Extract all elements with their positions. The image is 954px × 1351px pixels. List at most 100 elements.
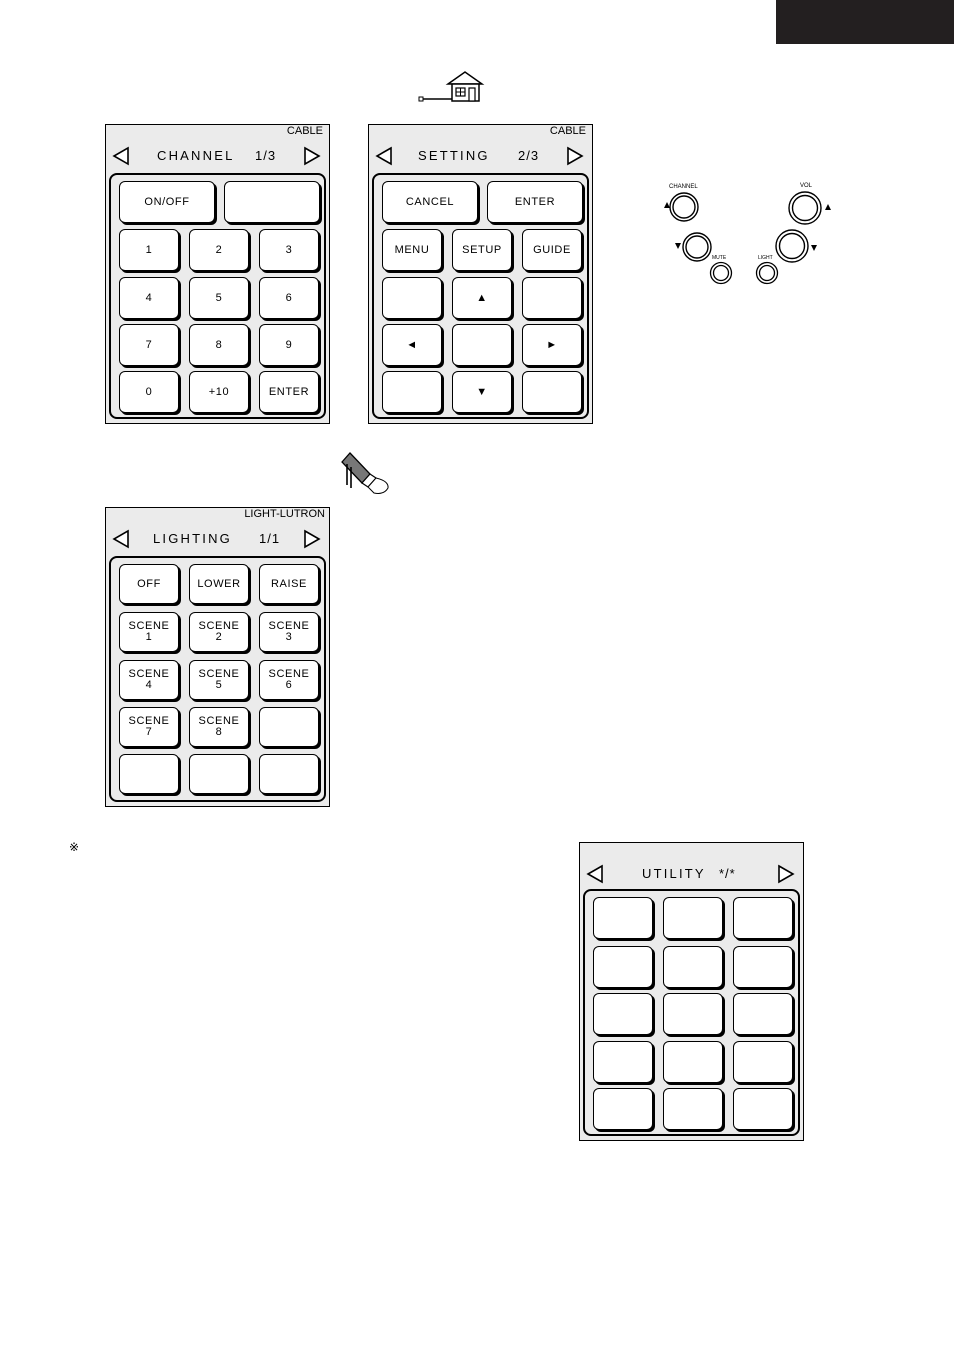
- source-label: CABLE: [550, 125, 586, 137]
- left-arrow-button[interactable]: ◄: [382, 324, 442, 366]
- page-number: 2/3: [518, 148, 539, 163]
- down-arrow-button[interactable]: ▼: [452, 371, 512, 413]
- button-grid: ON/OFF 1 2 3 4 5 6 7 8 9 0 +10 ENTER: [109, 173, 326, 419]
- light-key[interactable]: [755, 261, 779, 285]
- right-triangle-icon[interactable]: [777, 864, 795, 884]
- raise-button[interactable]: RAISE: [259, 564, 319, 604]
- hard-keys-diagram: CHANNEL MUTE VOL LIGHT: [655, 180, 840, 290]
- on-off-button[interactable]: ON/OFF: [119, 181, 215, 223]
- scene-2-button[interactable]: SCENE 2: [189, 612, 249, 652]
- digit-7-button[interactable]: 7: [119, 324, 179, 366]
- house-icon: [418, 70, 486, 104]
- enter-button[interactable]: ENTER: [259, 371, 319, 413]
- right-triangle-icon[interactable]: [566, 146, 584, 166]
- button-grid: CANCEL ENTER MENU SETUP GUIDE ▲ ◄ ► ▼: [372, 173, 589, 419]
- digit-8-button[interactable]: 8: [189, 324, 249, 366]
- channel-down-key[interactable]: [673, 230, 713, 264]
- blank-button[interactable]: [259, 707, 319, 747]
- blank-button[interactable]: [224, 181, 320, 223]
- blank-button[interactable]: [522, 277, 582, 319]
- page-number: 1/3: [255, 148, 276, 163]
- right-triangle-icon[interactable]: [303, 146, 321, 166]
- channel-up-key[interactable]: [662, 190, 702, 224]
- source-label: CABLE: [287, 125, 323, 137]
- vol-down-key[interactable]: [773, 228, 821, 264]
- setup-button[interactable]: SETUP: [452, 229, 512, 271]
- utility-button[interactable]: [663, 897, 723, 939]
- digit-1-button[interactable]: 1: [119, 229, 179, 271]
- utility-button[interactable]: [733, 1041, 793, 1083]
- note-mark: ※: [69, 840, 79, 854]
- page-title: LIGHTING: [153, 531, 232, 546]
- page-title: SETTING: [418, 148, 490, 163]
- blank-button[interactable]: [119, 754, 179, 794]
- utility-button[interactable]: [593, 1088, 653, 1130]
- utility-button[interactable]: [663, 993, 723, 1035]
- utility-button[interactable]: [663, 1041, 723, 1083]
- page-title: CHANNEL: [157, 148, 235, 163]
- panel-header: SETTING 2/3: [369, 145, 592, 167]
- blank-button[interactable]: [189, 754, 249, 794]
- left-triangle-icon[interactable]: [112, 529, 130, 549]
- scene-6-button[interactable]: SCENE 6: [259, 660, 319, 700]
- cancel-button[interactable]: CANCEL: [382, 181, 478, 223]
- scene-5-button[interactable]: SCENE 5: [189, 660, 249, 700]
- panel-header: LIGHTING 1/1: [106, 528, 329, 550]
- scene-1-button[interactable]: SCENE 1: [119, 612, 179, 652]
- digit-3-button[interactable]: 3: [259, 229, 319, 271]
- page-title: UTILITY: [642, 866, 706, 881]
- digit-9-button[interactable]: 9: [259, 324, 319, 366]
- scene-4-button[interactable]: SCENE 4: [119, 660, 179, 700]
- digit-4-button[interactable]: 4: [119, 277, 179, 319]
- lower-button[interactable]: LOWER: [189, 564, 249, 604]
- scene-8-button[interactable]: SCENE 8: [189, 707, 249, 747]
- vol-key-label: VOL: [800, 183, 812, 189]
- button-grid: OFF LOWER RAISE SCENE 1 SCENE 2 SCENE 3 …: [109, 556, 326, 802]
- plus-10-button[interactable]: +10: [189, 371, 249, 413]
- button-grid: [583, 889, 800, 1136]
- left-triangle-icon[interactable]: [112, 146, 130, 166]
- digit-5-button[interactable]: 5: [189, 277, 249, 319]
- enter-button[interactable]: ENTER: [487, 181, 583, 223]
- utility-button[interactable]: [593, 946, 653, 988]
- mute-key[interactable]: [709, 261, 733, 285]
- guide-button[interactable]: GUIDE: [522, 229, 582, 271]
- blank-button[interactable]: [382, 371, 442, 413]
- channel-panel: CABLE CHANNEL 1/3 ON/OFF 1 2 3 4 5 6 7 8…: [105, 124, 330, 424]
- utility-button[interactable]: [593, 993, 653, 1035]
- utility-button[interactable]: [593, 897, 653, 939]
- utility-button[interactable]: [733, 897, 793, 939]
- setting-panel: CABLE SETTING 2/3 CANCEL ENTER MENU SETU…: [368, 124, 593, 424]
- left-triangle-icon[interactable]: [375, 146, 393, 166]
- corner-tab: [776, 0, 954, 44]
- right-arrow-button[interactable]: ►: [522, 324, 582, 366]
- source-label: LIGHT-LUTRON: [244, 508, 325, 520]
- panel-header: UTILITY */*: [580, 863, 803, 885]
- blank-button[interactable]: [382, 277, 442, 319]
- utility-button[interactable]: [663, 946, 723, 988]
- utility-panel: UTILITY */*: [579, 842, 804, 1141]
- utility-button[interactable]: [733, 993, 793, 1035]
- blank-button[interactable]: [522, 371, 582, 413]
- lamp-icon: [338, 450, 392, 496]
- scene-7-button[interactable]: SCENE 7: [119, 707, 179, 747]
- utility-button[interactable]: [733, 1088, 793, 1130]
- select-button[interactable]: [452, 324, 512, 366]
- left-triangle-icon[interactable]: [586, 864, 604, 884]
- utility-button[interactable]: [663, 1088, 723, 1130]
- up-arrow-button[interactable]: ▲: [452, 277, 512, 319]
- right-triangle-icon[interactable]: [303, 529, 321, 549]
- menu-button[interactable]: MENU: [382, 229, 442, 271]
- page-number: */*: [719, 866, 736, 881]
- blank-button[interactable]: [259, 754, 319, 794]
- page-number: 1/1: [259, 531, 280, 546]
- digit-6-button[interactable]: 6: [259, 277, 319, 319]
- vol-up-key[interactable]: [785, 190, 833, 226]
- utility-button[interactable]: [733, 946, 793, 988]
- scene-3-button[interactable]: SCENE 3: [259, 612, 319, 652]
- digit-2-button[interactable]: 2: [189, 229, 249, 271]
- lighting-panel: LIGHT-LUTRON LIGHTING 1/1 OFF LOWER RAIS…: [105, 507, 330, 807]
- digit-0-button[interactable]: 0: [119, 371, 179, 413]
- off-button[interactable]: OFF: [119, 564, 179, 604]
- utility-button[interactable]: [593, 1041, 653, 1083]
